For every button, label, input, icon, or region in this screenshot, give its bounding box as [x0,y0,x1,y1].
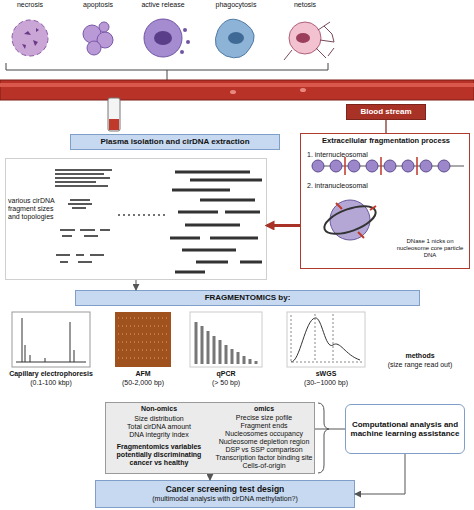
cell-nucleus [296,33,310,43]
blood-cells [230,88,306,94]
process-box: Computational analysis and machine learn… [345,404,465,454]
vessel-highlight [0,83,474,87]
node-text: omics [214,405,314,413]
node-text: Fragmentomics variables potentially disc… [109,443,209,467]
blood-sample [109,119,119,130]
electropherogram [12,312,90,367]
cell-nucleus [228,32,244,44]
blood-tube [108,98,120,131]
node-text: DSP vs SSP comparison [214,446,314,454]
node-text: Extracellular fragmentation process [305,137,467,146]
cut-marks [345,157,417,175]
caption-label: qPCR [196,370,256,378]
caption-label: netosis [275,1,335,9]
electropherogram-peaks [16,318,86,362]
qpcr-plot [190,312,262,367]
node-text: Total cirDNA amount [109,423,209,431]
node-text: Precise size pofile [214,414,314,422]
node-text: Fragment ends [214,422,314,430]
node-text: Plasma isolation and cirDNA extraction [100,137,249,146]
node-text: 1. internucleosomal [307,151,417,159]
nuclear-debris [22,28,39,49]
caption-label: (0.1-100 kbp) [6,379,96,387]
node-text: Non-omics [109,405,209,413]
node-text: 2. intranucleosomal [307,182,417,190]
necrotic-cell [12,20,48,56]
node-text: Nucleosomes occupancy [214,430,314,438]
process-panel: Extracellular fragmentation process 1. in… [300,133,470,269]
caption-label: (30-~1000 bp) [291,379,361,387]
caption-label: active release [128,1,198,9]
apoptotic-body [87,41,101,55]
connector [355,454,405,494]
long-fragments [170,172,262,272]
caption-label: apoptosis [68,1,128,9]
caption-label: necrosis [0,1,60,9]
source-box: Blood stream [346,104,426,120]
section-banner: FRAGMENTOMICS by: [75,290,420,306]
caption-label: Capillary electrophoresis [3,370,99,378]
result-box: Cancer screening test design(multimodal … [95,480,355,508]
macrophage [215,19,254,58]
node-text: (multimodal analysis with cirDNA methyla… [152,495,298,503]
caption-label: methods [380,352,460,360]
node-text: Size distribution [109,415,209,423]
caption-label: (> 50 bp) [191,379,261,387]
node-text: DNA integrity index [109,431,209,439]
node-text: various cirDNA fragment sizes and topolo… [8,197,56,221]
fragment-panel: various cirDNA fragment sizes and topolo… [5,158,267,280]
qpcr-bars [196,322,256,364]
node-text: Cells-of-origin [214,462,314,470]
connector [385,120,386,133]
plot-axes [291,314,362,362]
connector [136,280,137,290]
continuation-dots [118,214,165,216]
node-text: Cancer screening test design [166,485,285,495]
caption-label: sWGS [296,370,356,378]
afm-texture [118,318,168,358]
releasing-cell [144,19,182,57]
dnase-nicks [336,203,376,238]
afm-image [115,312,171,367]
process-box: Plasma isolation and cirDNA extraction [70,134,280,150]
caption-label: (50-2,000 bp) [108,379,178,387]
vesicles [180,28,190,54]
curly-bracket [318,403,329,473]
node-text: Nucleosome depletion region [214,438,314,446]
short-fragments [55,170,112,262]
cell-nucleus [154,31,172,45]
connector [315,429,345,430]
swgs-plot [287,312,365,367]
node-text: DNase 1 nicks on nucleosome core particl… [393,238,467,259]
node-text: Blood stream [360,107,411,116]
size-profile-curve [291,318,360,362]
node-text: Computational analysis and machine learn… [349,420,461,438]
node-text: Transcription factor binding site [214,454,314,462]
blood-vessel [0,80,474,100]
feature-box: Non-omicsSize distributionTotal cirDNA a… [105,402,315,474]
bracket [6,63,328,80]
net-fibres [284,22,334,60]
node-text: FRAGMENTOMICS by: [205,293,291,302]
wrapped-dna [321,200,379,239]
caption-label: (size range read out) [375,361,465,369]
caption-label: phagocytosis [201,1,271,9]
neutrophil [289,22,321,54]
caption-label: AFM [113,370,173,378]
apoptotic-body [99,22,109,32]
connector [267,224,300,227]
